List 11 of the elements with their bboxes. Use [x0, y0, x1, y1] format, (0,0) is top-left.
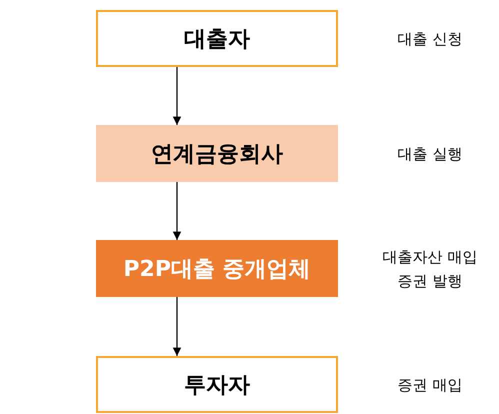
- arrow: [172, 297, 182, 356]
- step-note: 증권 매입: [396, 375, 464, 396]
- step-note: 대출자산 매입 증권 발행: [382, 246, 478, 292]
- process-box: 대출자: [96, 10, 338, 67]
- process-box: P2P대출 중개업체: [96, 240, 338, 297]
- arrow: [172, 182, 182, 240]
- step-note: 대출 실행: [396, 144, 464, 164]
- arrow: [172, 67, 182, 125]
- step-note: 대출 신청: [396, 28, 464, 50]
- process-box: 연계금융회사: [96, 125, 338, 182]
- process-box: 투자자: [96, 356, 338, 413]
